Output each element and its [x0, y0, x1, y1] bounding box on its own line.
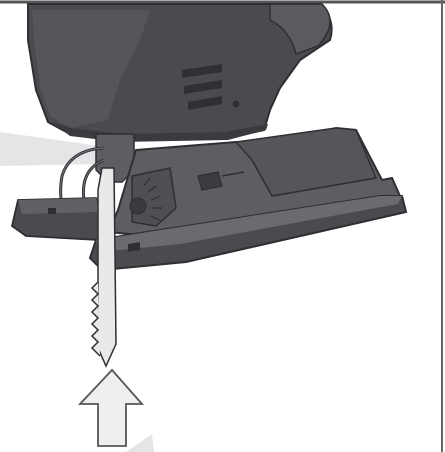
- saw-blade: [90, 167, 117, 368]
- pivot-hub: [129, 197, 147, 215]
- base-plate: [88, 126, 408, 272]
- motor-housing: [27, 3, 333, 142]
- arrow-up-icon: [77, 368, 144, 447]
- vent-slot-2: [184, 80, 222, 94]
- bevel-scale: [143, 177, 162, 221]
- blade-teeth: [90, 281, 101, 357]
- lock-lever: [197, 171, 223, 191]
- shoe-front-slot: [128, 242, 140, 252]
- screw: [232, 100, 240, 108]
- vent-slot-3: [188, 96, 222, 110]
- vent-slot-1: [182, 64, 222, 78]
- guide-wedge-bottom: [126, 434, 154, 452]
- shoe-rear-notch: [48, 208, 56, 214]
- shoe-rear: [10, 197, 105, 241]
